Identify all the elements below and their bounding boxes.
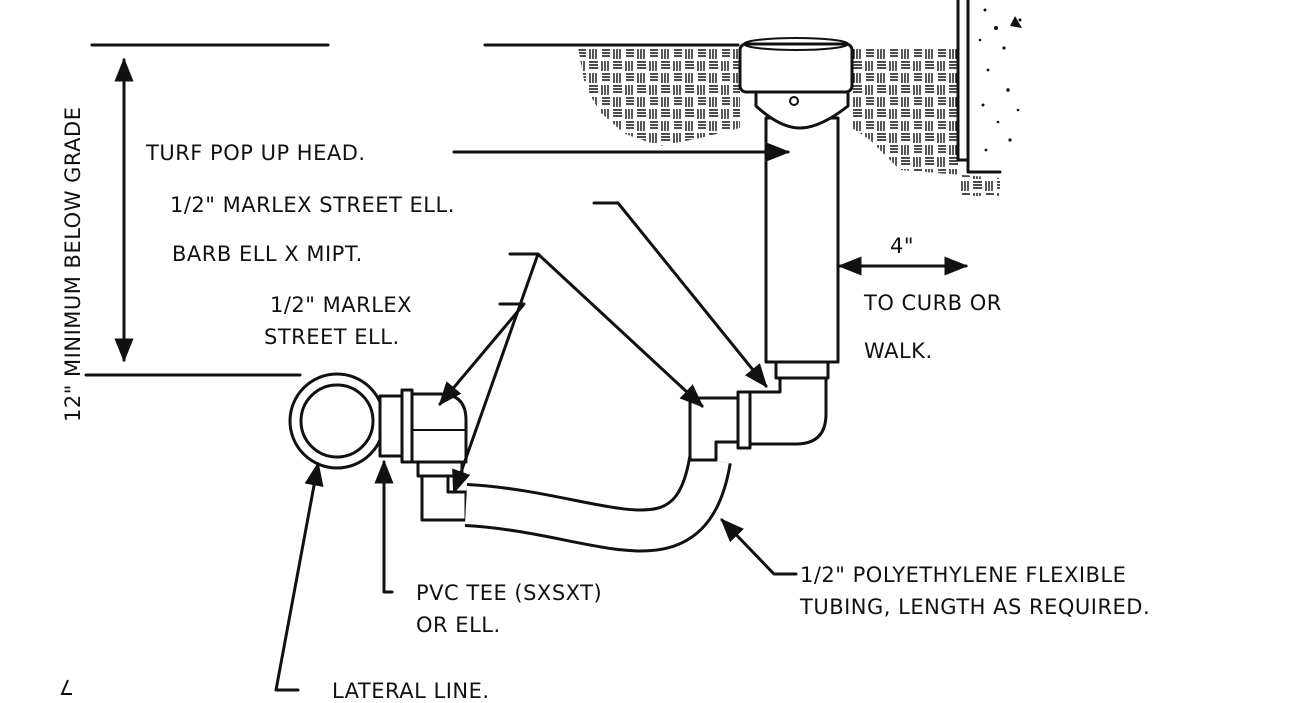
barb-ell-leader-left — [452, 252, 540, 495]
curb-outline — [956, 0, 1002, 174]
depth-label: 12" MINIMUM BELOW GRADE — [61, 107, 85, 422]
street-ell-top-leader — [592, 201, 768, 388]
curb-label-line1: TO CURB OR — [863, 291, 1002, 315]
tubing-leader — [720, 518, 798, 576]
lateral-label: LATERAL LINE. — [332, 679, 490, 703]
tubing-label-line2: TUBING, LENGTH AS REQUIRED. — [799, 595, 1150, 619]
stray-pencil-mark — [60, 679, 72, 695]
turf-soil-hatch-right — [852, 47, 1000, 196]
tee-leader — [374, 459, 394, 594]
barb-ell-leader-right — [508, 252, 704, 408]
barb-ell-label: BARB ELL X MIPT. — [172, 242, 363, 266]
pvc-tee — [378, 388, 414, 464]
head-label: TURF POP UP HEAD. — [145, 141, 366, 165]
offset-label: 4" — [890, 234, 914, 258]
right-barb-ell — [688, 390, 752, 462]
street-ell-left-label-line1: 1/2" MARLEX — [270, 293, 412, 317]
left-barb-ell — [420, 474, 468, 522]
curb-label-line2: WALK. — [864, 339, 933, 363]
turf-soil-hatch — [578, 47, 740, 146]
polyethylene-flexible-tubing-inner — [464, 456, 729, 550]
concrete-stipple — [978, 8, 1022, 152]
right-marlex-street-ell — [748, 374, 828, 446]
street-ell-left-leader — [438, 302, 526, 406]
lateral-leader — [274, 461, 324, 692]
turf-pop-up-head — [738, 37, 854, 380]
street-ell-top-label: 1/2" MARLEX STREET ELL. — [170, 193, 455, 217]
tee-label-line1: PVC TEE (SXSXT) — [416, 581, 602, 605]
street-ell-left-label-line2: STREET ELL. — [264, 325, 400, 349]
tubing-label-line1: 1/2" POLYETHYLENE FLEXIBLE — [800, 563, 1126, 587]
left-marlex-street-ell — [410, 392, 468, 478]
tee-label-line2: OR ELL. — [416, 613, 501, 637]
lateral-line-pipe — [288, 372, 386, 470]
